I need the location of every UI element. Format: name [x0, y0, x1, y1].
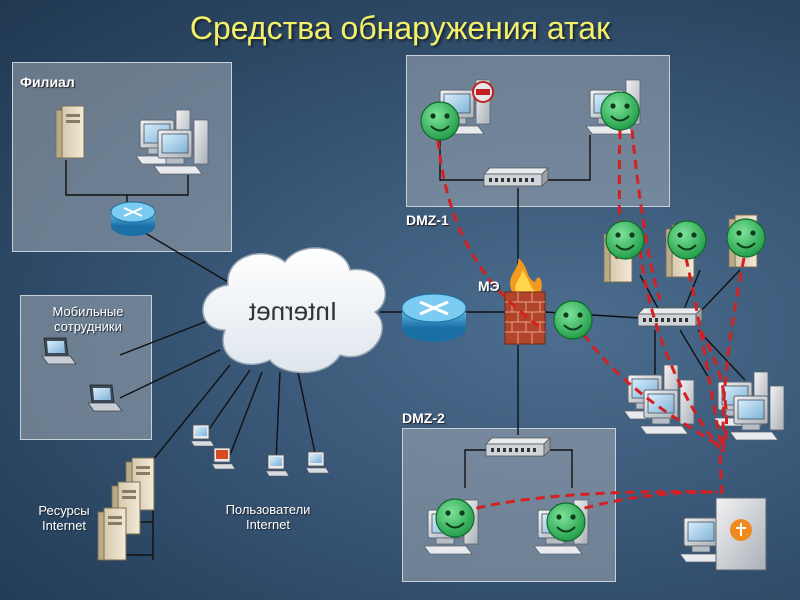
ids-sensor-icon [600, 91, 640, 131]
ids-sensor-icon [605, 220, 645, 260]
page-title: Средства обнаружения атак [189, 10, 611, 46]
ids-sensor-icon [667, 220, 707, 260]
internet-user-pc-icon [265, 454, 290, 477]
dmz2-switch-icon [485, 437, 551, 457]
dmz2-zone-label: DMZ-2 [402, 410, 445, 426]
firewall-icon [504, 258, 546, 345]
dmz1-switch-icon [483, 167, 549, 187]
cloud-label: Internet [248, 296, 338, 326]
mobile-laptop-icon [87, 384, 123, 412]
internet-user-pc-icon [305, 451, 330, 474]
internal-switch-icon [637, 307, 703, 327]
mobile-zone-label: Мобильные сотрудники [52, 304, 124, 334]
branch-zone-label: Филиал [20, 74, 75, 90]
internet-attacker-pc-icon [211, 447, 236, 470]
internet-cloud [202, 247, 386, 374]
ids-sensor-icon [553, 300, 593, 340]
dmz1-zone-label: DMZ-1 [406, 212, 449, 228]
firewall-label: МЭ [478, 278, 500, 294]
branch-server-icon [55, 105, 85, 159]
ids-sensor-icon [435, 498, 475, 538]
ids-sensor-icon [726, 218, 766, 258]
ids-sensor-icon [546, 502, 586, 542]
mobile-laptop-icon [41, 337, 77, 365]
internet-server-icon [97, 507, 127, 561]
cables [65, 135, 746, 560]
main-router-icon [401, 293, 467, 342]
mobile-zone [20, 295, 152, 440]
branch-router-icon [110, 201, 156, 236]
resources-label: Ресурсы Internet [38, 503, 90, 533]
management-console-icon [679, 497, 767, 571]
ids-sensor-icon [420, 101, 460, 141]
users-label: Пользователи Internet [225, 502, 311, 532]
dmz1-web-server-icon [435, 79, 494, 135]
